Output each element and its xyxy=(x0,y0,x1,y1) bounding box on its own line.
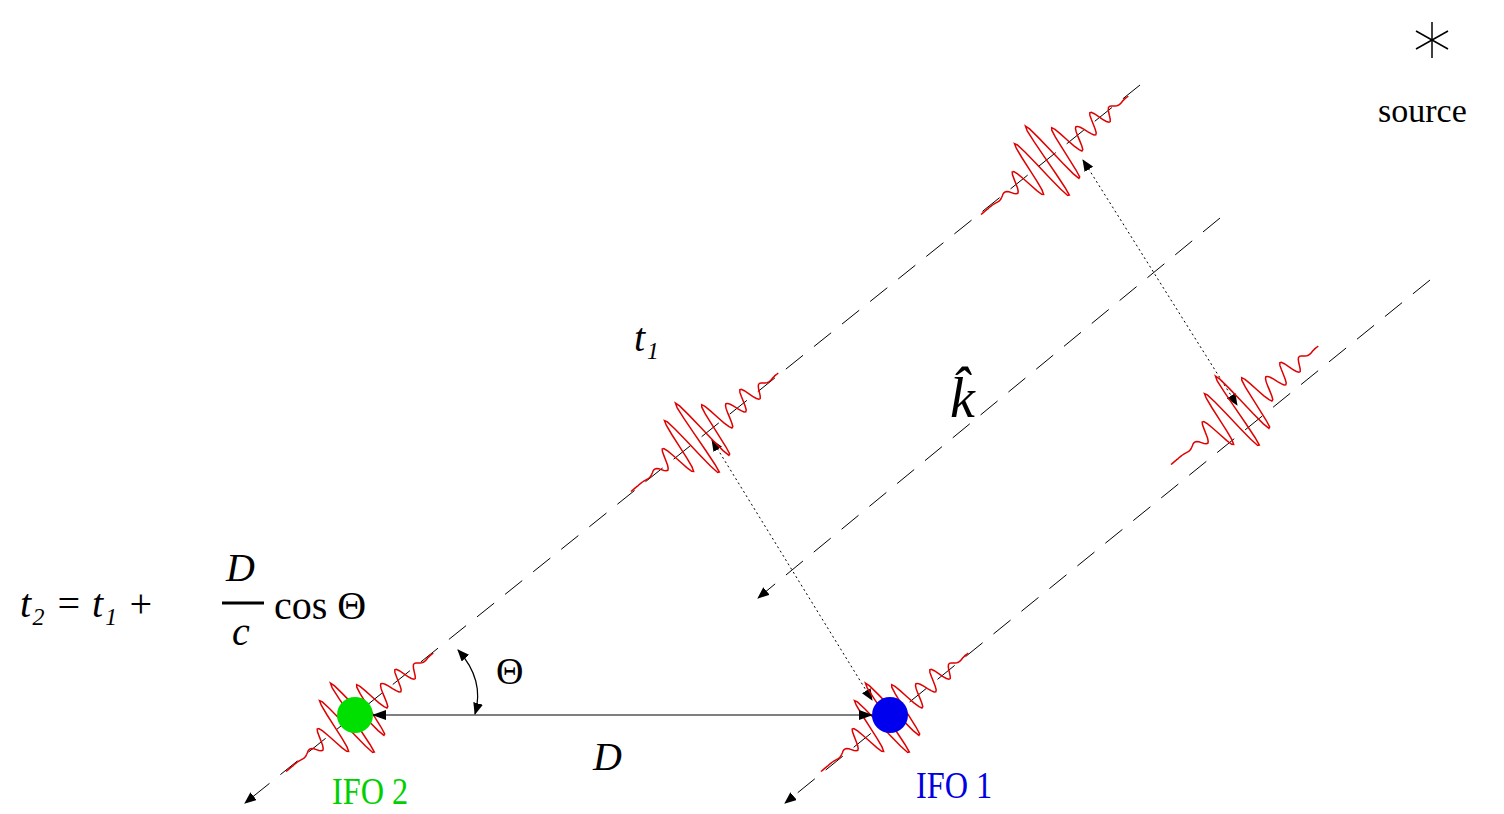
formula-numerator: D xyxy=(226,548,255,588)
ray-line xyxy=(758,218,1220,598)
baseline-arrow xyxy=(373,715,872,716)
detector-label: IFO 2 xyxy=(332,772,408,810)
wavefront-arrow xyxy=(1083,160,1237,405)
source-star xyxy=(1416,22,1448,58)
formula-text: cos Θ xyxy=(274,586,366,626)
wave-packet xyxy=(286,653,433,771)
wave-packet xyxy=(1171,346,1318,464)
wave-packet xyxy=(981,96,1128,214)
source-label: source xyxy=(1378,94,1467,128)
baseline-label: D xyxy=(593,737,622,777)
wave-packet xyxy=(631,373,778,491)
direction-vector: k̂ xyxy=(950,370,975,426)
ray-line xyxy=(785,280,1430,803)
ray-line xyxy=(245,85,1140,803)
formula-text: t₂ = t₁ + xyxy=(20,584,154,624)
angle-label: Θ xyxy=(496,652,523,690)
wavefront-arrow xyxy=(712,440,872,700)
angle-arc xyxy=(458,650,478,714)
formula-denominator: c xyxy=(232,612,250,652)
time-label: t₁ xyxy=(634,318,659,358)
detector-label: IFO 1 xyxy=(916,766,992,804)
detector-dot xyxy=(337,697,373,733)
wave-packet xyxy=(821,653,968,771)
detector-dot xyxy=(872,697,908,733)
fraction-bar xyxy=(222,602,264,605)
interferometer-node: IFO 1 xyxy=(872,697,873,698)
interferometer-node: IFO 2 xyxy=(337,697,338,698)
